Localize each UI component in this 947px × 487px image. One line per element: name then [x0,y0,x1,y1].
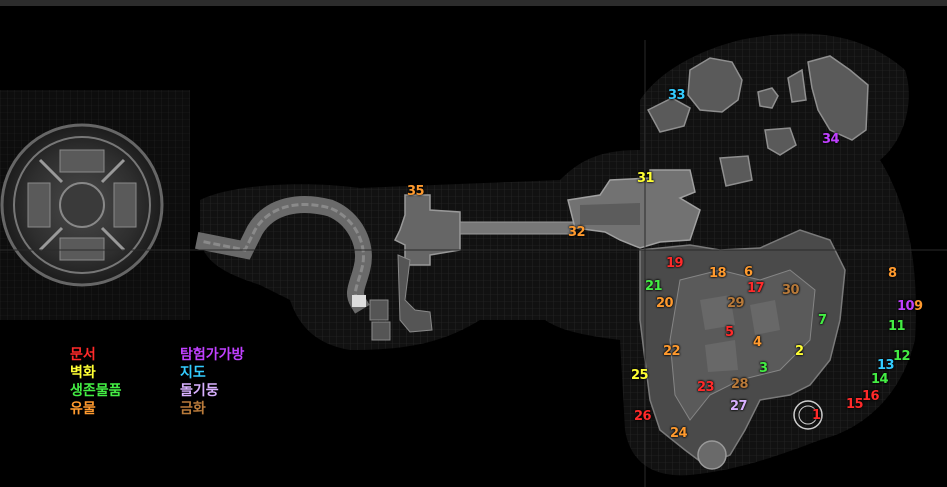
marker-35[interactable]: 35 [407,184,425,199]
marker-14[interactable]: 14 [871,372,889,387]
marker-34[interactable]: 34 [822,132,840,147]
marker-26[interactable]: 26 [634,409,652,424]
marker-30[interactable]: 30 [782,283,800,298]
marker-21[interactable]: 21 [645,279,663,294]
target-circle-icon [793,400,823,430]
marker-29[interactable]: 29 [727,296,745,311]
marker-9[interactable]: 9 [914,299,923,314]
marker-22[interactable]: 22 [663,344,681,359]
legend-item-mural: 벽화 [70,365,96,381]
marker-32[interactable]: 32 [568,225,586,240]
round-arena [0,123,164,287]
marker-12[interactable]: 12 [893,349,911,364]
marker-27[interactable]: 27 [730,399,748,414]
marker-31[interactable]: 31 [637,171,655,186]
guide-lines [0,40,947,487]
legend-item-survival: 생존물품 [70,383,122,399]
marker-8[interactable]: 8 [888,266,897,281]
marker-17[interactable]: 17 [747,281,765,296]
marker-18[interactable]: 18 [709,266,727,281]
marker-3[interactable]: 3 [759,361,768,376]
marker-20[interactable]: 20 [656,296,674,311]
marker-7[interactable]: 7 [818,313,827,328]
marker-13[interactable]: 13 [877,358,895,373]
legend-item-relic: 유물 [70,401,96,417]
marker-19[interactable]: 19 [666,256,684,271]
central-structure [393,169,701,333]
legend-column-1: 문서 벽화 생존물품 유물 [70,346,122,418]
legend-item-stone-pillar: 돌기둥 [180,383,219,399]
legend-item-map: 지도 [180,365,206,381]
north-rooms [646,55,869,187]
marker-5[interactable]: 5 [725,325,734,340]
marker-23[interactable]: 23 [697,380,715,395]
marker-10[interactable]: 10 [897,299,915,314]
marker-15[interactable]: 15 [846,397,864,412]
legend-item-gold-coin: 금화 [180,401,206,417]
marker-24[interactable]: 24 [670,426,688,441]
marker-33[interactable]: 33 [668,88,686,103]
south-complex [639,229,846,470]
legend-item-explorer-bag: 탐험가가방 [180,347,245,363]
top-frame-bar [0,0,947,6]
marker-25[interactable]: 25 [631,368,649,383]
marker-16[interactable]: 16 [862,389,880,404]
marker-4[interactable]: 4 [753,335,762,350]
marker-11[interactable]: 11 [888,319,906,334]
marker-2[interactable]: 2 [795,344,804,359]
marker-1[interactable]: 1 [812,408,821,423]
legend-item-document: 문서 [70,347,96,363]
marker-6[interactable]: 6 [744,265,753,280]
curved-corridor [194,196,391,341]
legend-column-2: 탐험가가방 지도 돌기둥 금화 [180,346,244,418]
marker-28[interactable]: 28 [731,377,749,392]
